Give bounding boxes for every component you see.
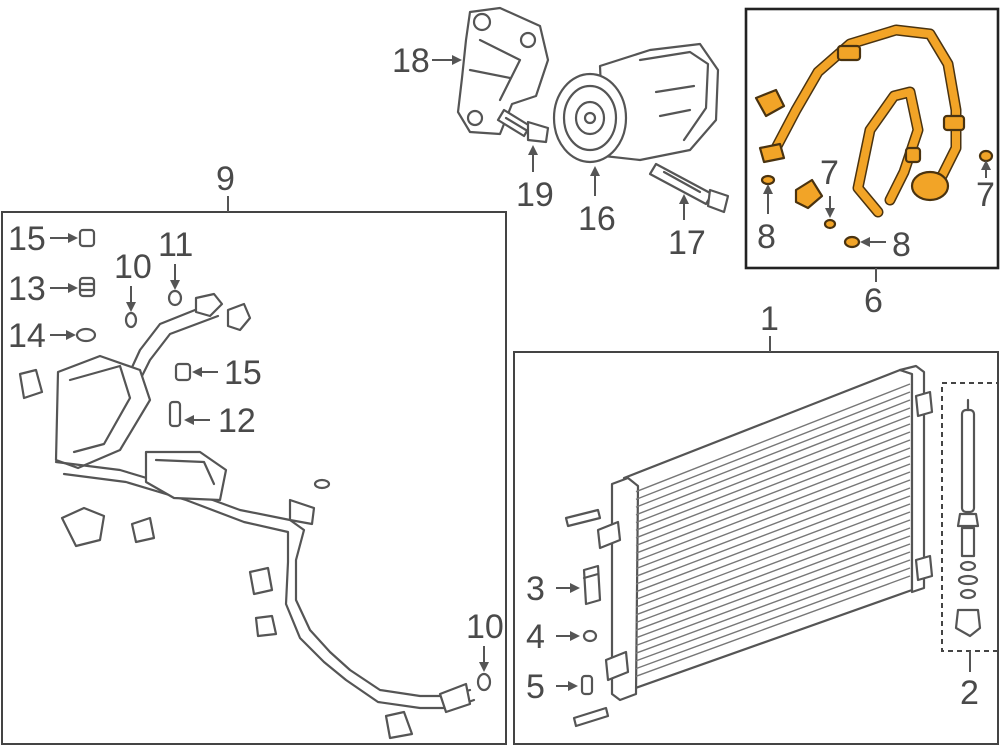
callout-16: 16 <box>578 200 616 238</box>
hose-assembly-part-6[interactable] <box>754 24 966 218</box>
bolt-part-19[interactable] <box>496 108 550 144</box>
callout-3: 3 <box>526 570 545 608</box>
washer-part-8-right[interactable] <box>843 235 861 249</box>
callout-8-right: 8 <box>892 226 911 264</box>
callout-17: 17 <box>668 224 706 262</box>
seal-part-7-right[interactable] <box>978 149 994 163</box>
callout-12: 12 <box>218 402 256 440</box>
group-9-frame <box>1 211 507 745</box>
callout-6: 6 <box>864 282 883 320</box>
callout-1: 1 <box>760 300 779 338</box>
callout-10-upper: 10 <box>114 248 152 286</box>
seal-part-14[interactable] <box>75 327 97 343</box>
compressor-part-16[interactable] <box>552 42 720 164</box>
callout-18: 18 <box>392 42 430 80</box>
valve-core-part-13[interactable] <box>78 276 96 298</box>
condenser-part-1[interactable] <box>564 364 934 728</box>
valve-part-12[interactable] <box>168 400 182 428</box>
callout-7-right: 7 <box>976 176 995 214</box>
callout-5: 5 <box>526 668 545 706</box>
callout-13: 13 <box>8 270 46 308</box>
callout-9: 9 <box>216 160 235 198</box>
washer-part-8-left[interactable] <box>760 174 776 186</box>
callout-4: 4 <box>526 618 545 656</box>
o-ring-part-11[interactable] <box>167 289 183 307</box>
drier-kit-part-2[interactable] <box>954 398 982 638</box>
fitting-part-3[interactable] <box>582 564 602 606</box>
callout-8-left: 8 <box>757 218 776 256</box>
callout-15-top: 15 <box>8 220 46 258</box>
condenser-fins <box>635 383 911 677</box>
cap-part-15-mid[interactable] <box>174 362 192 382</box>
callout-2: 2 <box>960 674 979 712</box>
line-assembly-part-9[interactable] <box>18 292 476 740</box>
cap-part-15-top[interactable] <box>78 228 96 248</box>
seal-part-7-left[interactable] <box>794 178 837 230</box>
callout-10-lower: 10 <box>466 608 504 646</box>
group-6-frame <box>744 7 1000 270</box>
o-ring-part-10-lower[interactable] <box>476 672 492 692</box>
bolt-part-17[interactable] <box>648 162 730 214</box>
callout-15-mid: 15 <box>224 354 262 392</box>
o-ring-part-10-upper[interactable] <box>124 311 138 329</box>
callout-19: 19 <box>516 176 554 214</box>
callout-14: 14 <box>8 317 46 355</box>
callout-11: 11 <box>158 226 193 264</box>
plug-part-5[interactable] <box>580 674 594 696</box>
callout-7-left: 7 <box>820 154 839 192</box>
o-ring-part-4[interactable] <box>582 629 598 643</box>
